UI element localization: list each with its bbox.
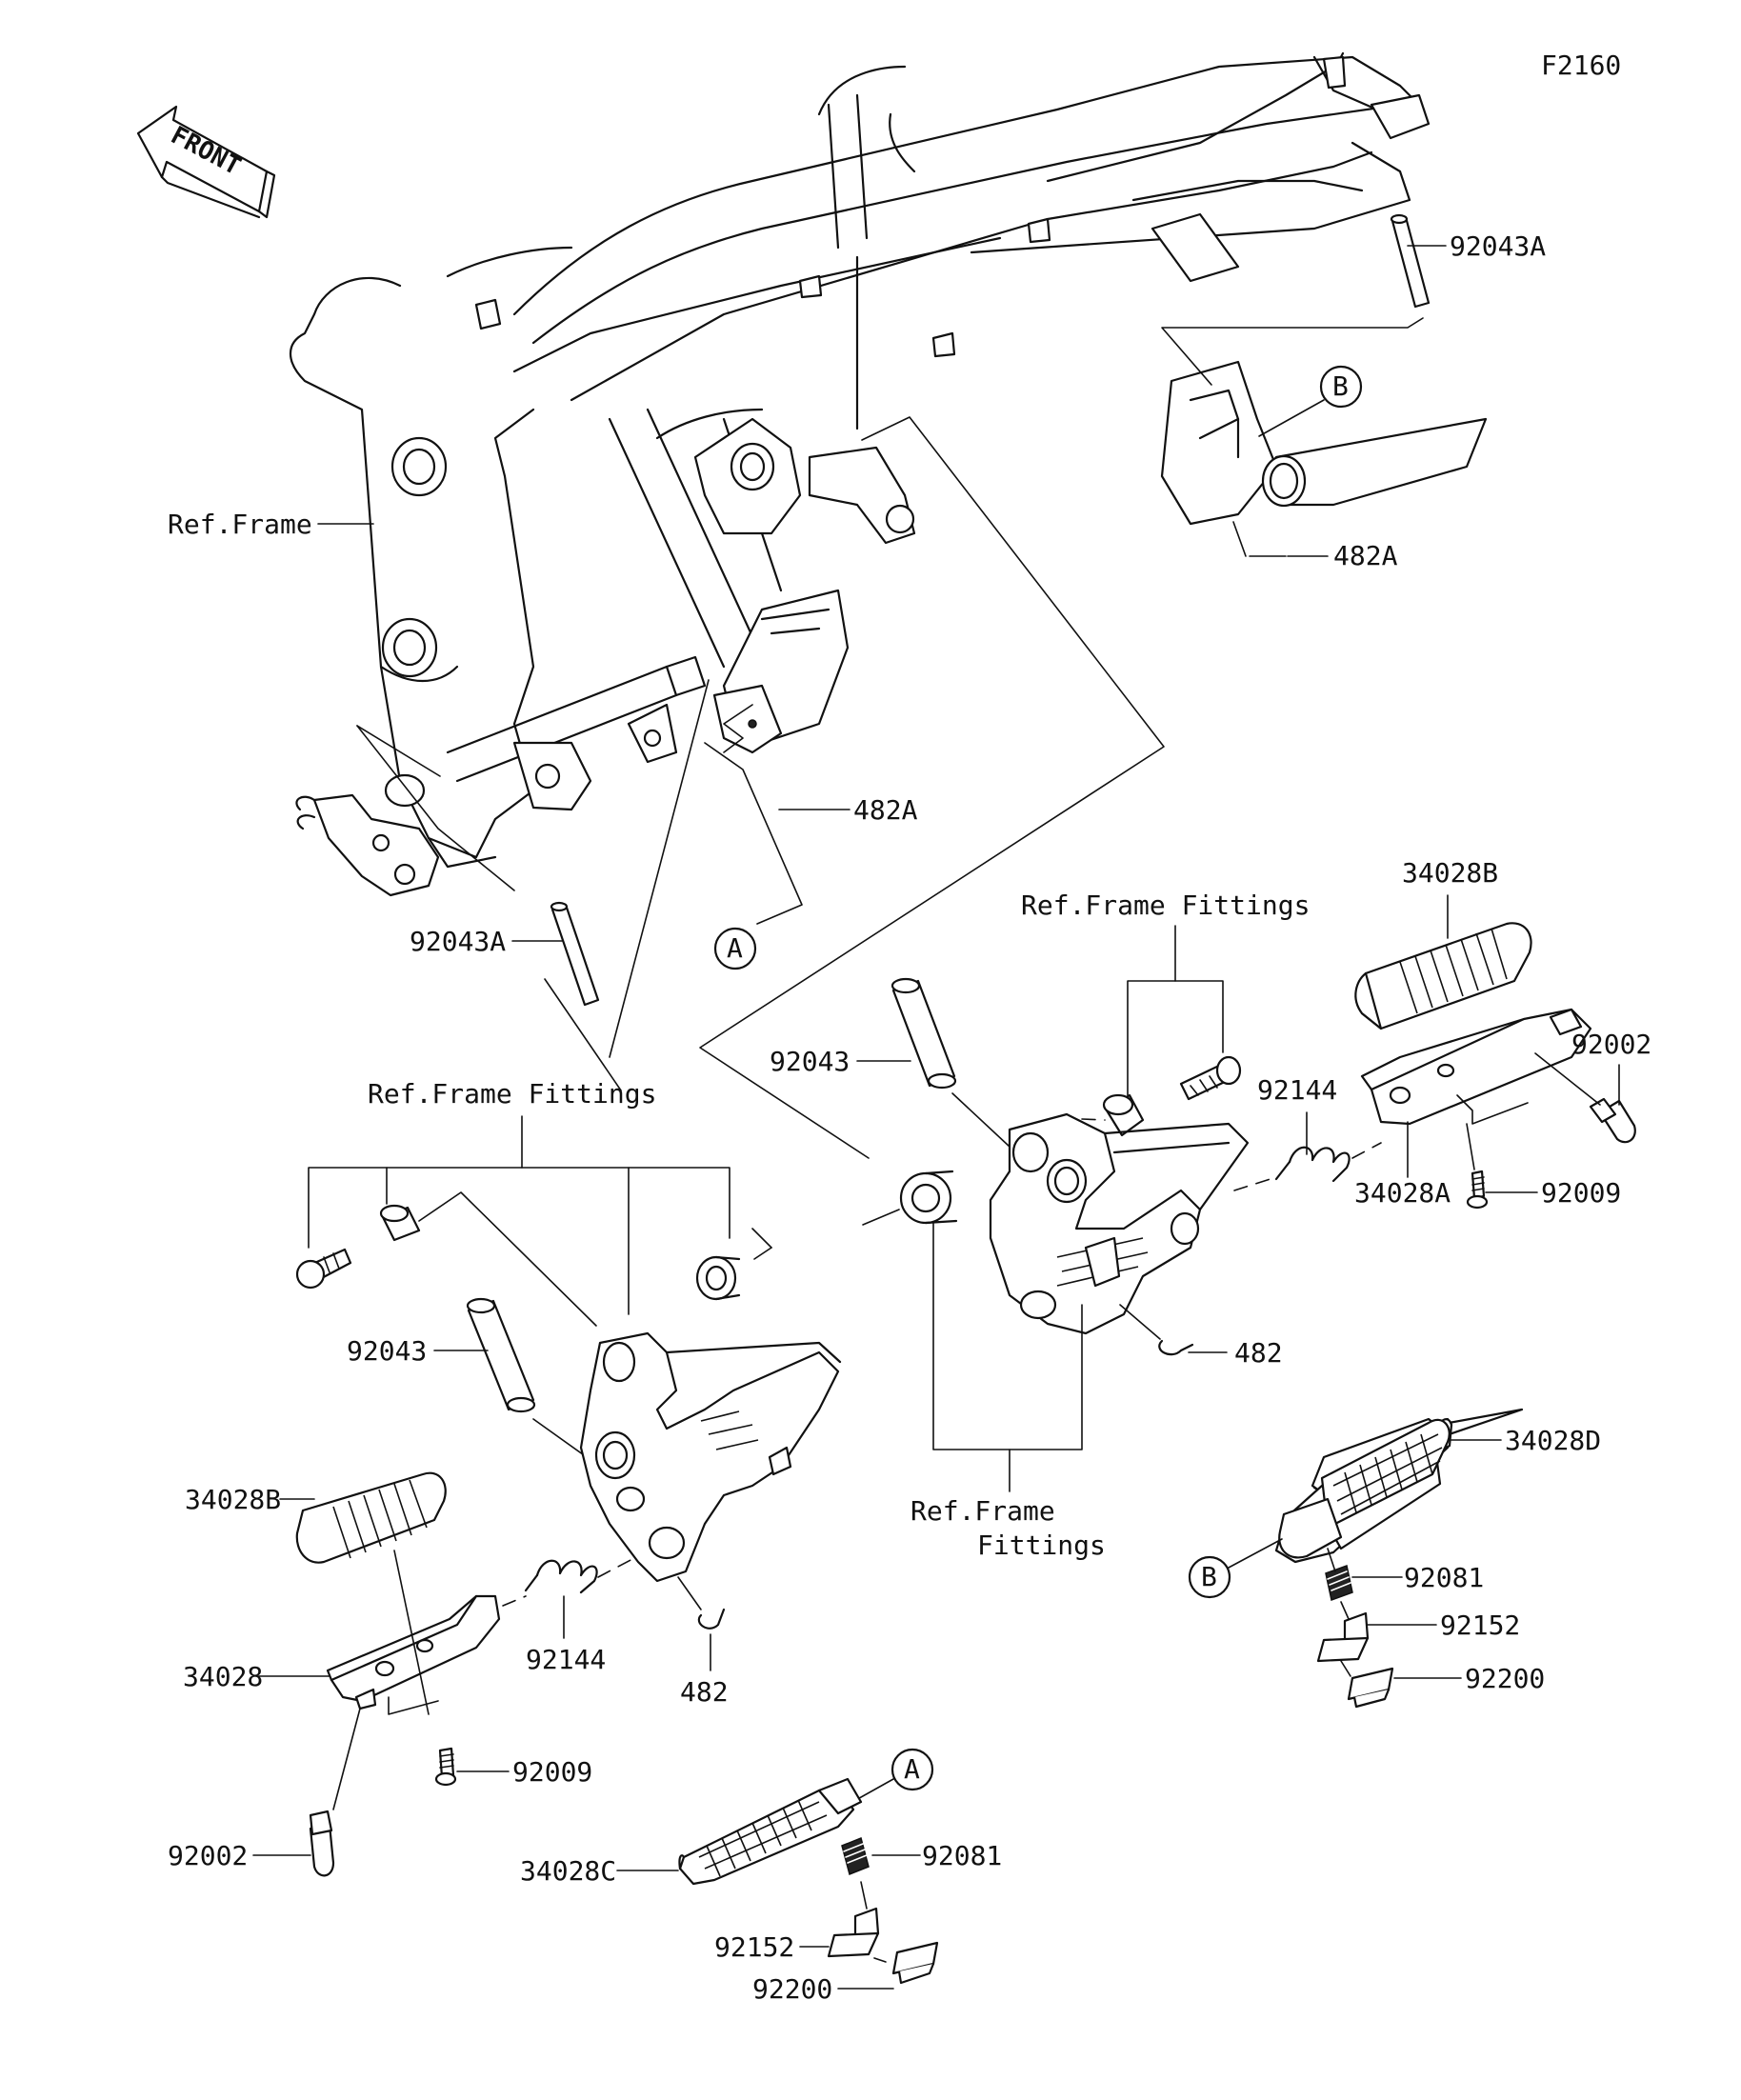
label-92081-left: 92081 <box>922 1840 1002 1871</box>
callout-A-lower-label: A <box>904 1753 920 1785</box>
label-92152-left: 92152 <box>714 1931 794 1963</box>
collar-left-top <box>379 1204 421 1242</box>
collar-right-top <box>1102 1093 1145 1137</box>
label-34028B-left: 34028B <box>185 1484 281 1515</box>
callout-A-lower <box>891 1748 934 1791</box>
diagram-code: F2160 <box>1541 50 1621 81</box>
label-482A-right: 482A <box>1333 540 1398 571</box>
plate-92152-left <box>827 1907 880 1958</box>
screw-92009-right <box>1466 1170 1489 1210</box>
callout-A-mid <box>713 927 757 970</box>
footpeg-34028A-right <box>1360 1008 1592 1126</box>
label-92200-left: 92200 <box>752 1973 832 2005</box>
label-92009-right: 92009 <box>1541 1177 1621 1209</box>
label-ref-frame-fittings-lower-1: Ref.Frame <box>911 1495 1055 1527</box>
pin-92043A-top <box>1390 213 1431 309</box>
label-92144-left: 92144 <box>526 1644 606 1675</box>
clip-482-right <box>1158 1339 1194 1356</box>
label-92043-right: 92043 <box>770 1046 850 1077</box>
callout-A-mid-label: A <box>727 932 743 964</box>
callout-B-frame-label: B <box>1332 370 1349 402</box>
footpeg-rubber-34028D-body <box>1320 1418 1451 1530</box>
label-34028A: 34028A <box>1354 1177 1451 1209</box>
plate-92152-right <box>1316 1611 1370 1663</box>
callout-B-frame <box>1319 365 1363 409</box>
spring-92081-left <box>841 1836 870 1876</box>
footrest-bracket-right <box>989 1112 1250 1335</box>
screw-92009-left <box>434 1747 457 1787</box>
label-34028B-right: 34028B <box>1402 857 1498 889</box>
label-482A-mid: 482A <box>853 794 918 826</box>
label-ref-frame-fittings-right: Ref.Frame Fittings <box>1021 890 1310 921</box>
label-ref-frame-fittings-left: Ref.Frame Fittings <box>368 1078 656 1110</box>
footpeg-rubber-34028C <box>678 1777 863 1886</box>
footrest-bracket-left <box>579 1331 842 1583</box>
label-482-left: 482 <box>680 1676 729 1708</box>
label-92009-left: 92009 <box>512 1756 592 1788</box>
footpeg-34028-left <box>326 1594 501 1710</box>
spring-92144-left <box>524 1559 598 1594</box>
label-92043A-left: 92043A <box>410 926 506 957</box>
label-92200-right: 92200 <box>1465 1663 1545 1694</box>
label-92081-right: 92081 <box>1404 1562 1484 1593</box>
label-92043A-top: 92043A <box>1450 230 1546 262</box>
label-92002-left: 92002 <box>168 1840 248 1871</box>
footpeg-stem-34028D <box>1278 1497 1343 1559</box>
front-arrow-icon: FRONT <box>136 105 276 219</box>
collar-left-right <box>695 1255 741 1301</box>
label-92144-right: 92144 <box>1257 1074 1337 1106</box>
label-34028: 34028 <box>183 1661 263 1692</box>
collar-right-big <box>899 1170 958 1225</box>
plate-92200-right <box>1347 1667 1394 1709</box>
footpeg-rubber-34028B-right <box>1354 922 1532 1030</box>
label-92152-right: 92152 <box>1440 1610 1520 1641</box>
callout-B-lower <box>1188 1555 1231 1599</box>
callout-B-lower-label: B <box>1201 1561 1217 1592</box>
clip-482-left <box>697 1608 726 1630</box>
bolt-92002-right <box>1589 1097 1636 1144</box>
label-34028C: 34028C <box>520 1855 616 1887</box>
label-482-right: 482 <box>1234 1337 1283 1369</box>
label-34028D: 34028D <box>1505 1425 1601 1456</box>
frame-drawing <box>290 51 1488 897</box>
pin-92043-right <box>891 977 957 1090</box>
pin-92043-left <box>466 1297 536 1413</box>
label-92043-left: 92043 <box>347 1335 427 1367</box>
footpeg-rubber-34028B-left <box>295 1471 447 1564</box>
spring-92081-right <box>1325 1565 1353 1601</box>
bolt-left-top <box>295 1248 352 1290</box>
label-ref-frame: Ref.Frame <box>168 509 312 540</box>
label-92002-right: 92002 <box>1571 1029 1651 1060</box>
bolt-92002-left <box>309 1810 335 1877</box>
pin-92043A-left <box>550 901 600 1007</box>
label-ref-frame-fittings-lower-2: Fittings <box>977 1530 1106 1561</box>
plate-92200-left <box>891 1941 939 1985</box>
bolt-right-top <box>1179 1055 1242 1101</box>
spring-92144-right <box>1274 1146 1351 1183</box>
